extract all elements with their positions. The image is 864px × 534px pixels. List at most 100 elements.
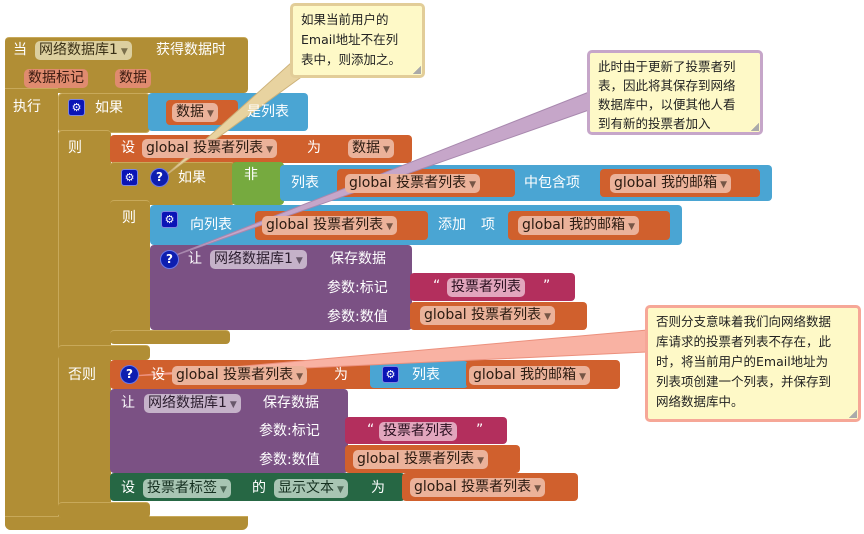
component-dropdown[interactable]: 投票者标签▼ xyxy=(143,479,231,498)
help-icon[interactable]: ? xyxy=(120,365,139,384)
call-label: 让 xyxy=(188,251,202,267)
tag-label: 参数:标记 xyxy=(327,280,388,296)
event-block-body-left xyxy=(5,88,58,530)
dropdown-arrow-icon: ▼ xyxy=(544,312,552,322)
comment-3[interactable]: 否则分支意味着我们向网络数据 库请求的投票者列表不存在，此 时，将当前用户的Em… xyxy=(645,305,861,422)
dropdown-arrow-icon: ▼ xyxy=(120,47,128,57)
dropdown-arrow-icon: ▼ xyxy=(628,222,636,232)
var-name: global 投票者列表 xyxy=(357,451,475,467)
if-then-bottom xyxy=(58,345,150,360)
param-tag[interactable]: 数据标记 xyxy=(24,69,88,88)
var-name: global 我的邮箱 xyxy=(522,217,626,233)
not-block[interactable] xyxy=(232,162,284,205)
gear-icon[interactable]: ⚙ xyxy=(121,169,138,186)
is-list-label: 是列表 xyxy=(247,104,289,120)
dropdown-arrow-icon: ▼ xyxy=(579,372,587,382)
var-dropdown[interactable]: global 我的邮箱▼ xyxy=(518,216,640,235)
comment-text: 否则分支意味着我们向网络数据 库请求的投票者列表不存在，此 时，将当前用户的Em… xyxy=(656,314,832,409)
var-name: global 投票者列表 xyxy=(349,175,467,191)
then-label: 则 xyxy=(68,140,82,156)
set-label: 设 xyxy=(151,367,165,383)
var-name: global 投票者列表 xyxy=(266,217,384,233)
comment-1[interactable]: 如果当前用户的 Email地址不在列 表中，则添加之。 xyxy=(290,3,425,78)
help-icon[interactable]: ? xyxy=(150,168,169,187)
to-list-label: 向列表 xyxy=(190,217,232,233)
var-name: global 投票者列表 xyxy=(176,367,294,383)
gear-icon[interactable]: ⚙ xyxy=(161,211,178,228)
comment-text: 此时由于更新了投票者列 表，因此将其保存到网络 数据库中，以便其他人看 到有新的… xyxy=(598,59,736,131)
text-value[interactable]: 投票者列表 xyxy=(447,278,525,297)
help-icon[interactable]: ? xyxy=(160,250,179,269)
var-dropdown-data[interactable]: 数据▼ xyxy=(172,103,218,122)
var-name: global 投票者列表 xyxy=(414,479,532,495)
var-dropdown[interactable]: global 投票者列表▼ xyxy=(172,366,308,385)
list-label: 列表 xyxy=(412,367,440,383)
var-dropdown-data[interactable]: 数据▼ xyxy=(348,139,394,158)
var-dropdown[interactable]: global 投票者列表▼ xyxy=(420,306,556,325)
inner-if-bottom xyxy=(110,330,230,344)
var-dropdown[interactable]: global 投票者列表▼ xyxy=(353,450,489,469)
dropdown-arrow-icon: ▼ xyxy=(534,484,542,494)
set-label: 设 xyxy=(121,140,135,156)
component-name: 网络数据库1 xyxy=(148,395,227,411)
if-else-column xyxy=(58,130,111,518)
param-value[interactable]: 数据 xyxy=(115,69,151,88)
component-name: 投票者标签 xyxy=(147,480,217,496)
resize-handle-icon[interactable] xyxy=(849,410,857,418)
quote-close: ” xyxy=(543,278,551,294)
gear-icon[interactable]: ⚙ xyxy=(68,99,85,116)
component-dropdown[interactable]: 网络数据库1▼ xyxy=(144,394,241,413)
var-dropdown[interactable]: global 投票者列表▼ xyxy=(142,139,278,158)
var-name: global 我的邮箱 xyxy=(473,367,577,383)
value-label: 参数:数值 xyxy=(327,309,388,325)
tag-label: 参数:标记 xyxy=(259,423,320,439)
dropdown-arrow-icon: ▼ xyxy=(720,180,728,190)
resize-handle-icon[interactable] xyxy=(413,66,421,74)
gear-icon[interactable]: ⚙ xyxy=(382,366,399,383)
comment-2[interactable]: 此时由于更新了投票者列 表，因此将其保存到网络 数据库中，以便其他人看 到有新的… xyxy=(587,50,763,135)
var-name: global 我的邮箱 xyxy=(614,175,718,191)
inner-if-column xyxy=(110,200,150,335)
method-label: 保存数据 xyxy=(330,251,386,267)
of-label: 的 xyxy=(252,480,266,496)
item-label: 项 xyxy=(481,217,495,233)
dropdown-arrow-icon: ▼ xyxy=(386,222,394,232)
dropdown-arrow-icon: ▼ xyxy=(266,145,274,155)
dropdown-arrow-icon: ▼ xyxy=(296,372,304,382)
if-label: 如果 xyxy=(95,100,123,116)
if-label: 如果 xyxy=(178,170,206,186)
property-dropdown[interactable]: 显示文本▼ xyxy=(274,479,348,498)
var-dropdown[interactable]: global 投票者列表▼ xyxy=(410,478,546,497)
value-label: 参数:数值 xyxy=(259,452,320,468)
comment-text: 如果当前用户的 Email地址不在列 表中，则添加之。 xyxy=(301,12,402,67)
else-label: 否则 xyxy=(68,367,96,383)
dropdown-arrow-icon: ▼ xyxy=(477,456,485,466)
quote-open: “ xyxy=(367,422,375,438)
set-label: 设 xyxy=(121,480,135,496)
var-dropdown[interactable]: global 我的邮箱▼ xyxy=(469,366,591,385)
var-name: 数据 xyxy=(352,140,380,156)
dropdown-arrow-icon: ▼ xyxy=(383,145,390,155)
not-label: 非 xyxy=(244,167,258,183)
var-name: 数据 xyxy=(176,104,204,120)
var-dropdown[interactable]: global 我的邮箱▼ xyxy=(610,174,732,193)
to-label: 为 xyxy=(307,140,321,156)
event-block-bottom xyxy=(5,516,248,530)
dropdown-arrow-icon: ▼ xyxy=(229,400,237,410)
var-dropdown[interactable]: global 投票者列表▼ xyxy=(345,174,481,193)
var-dropdown[interactable]: global 投票者列表▼ xyxy=(262,216,398,235)
var-name: global 投票者列表 xyxy=(146,140,264,156)
dropdown-arrow-icon: ▼ xyxy=(220,485,227,495)
component-name: 网络数据库1 xyxy=(214,251,293,267)
event-component-dropdown[interactable]: 网络数据库1▼ xyxy=(35,41,132,60)
list-label: 列表 xyxy=(291,175,319,191)
component-dropdown[interactable]: 网络数据库1▼ xyxy=(210,250,307,269)
dropdown-arrow-icon: ▼ xyxy=(207,109,214,119)
dropdown-arrow-icon: ▼ xyxy=(469,180,477,190)
event-name-label: 获得数据时 xyxy=(156,42,226,58)
if-else-bottom xyxy=(58,502,150,518)
text-value[interactable]: 投票者列表 xyxy=(379,422,457,441)
component-name: 网络数据库1 xyxy=(39,42,118,58)
resize-handle-icon[interactable] xyxy=(751,123,759,131)
then-label: 则 xyxy=(122,210,136,226)
